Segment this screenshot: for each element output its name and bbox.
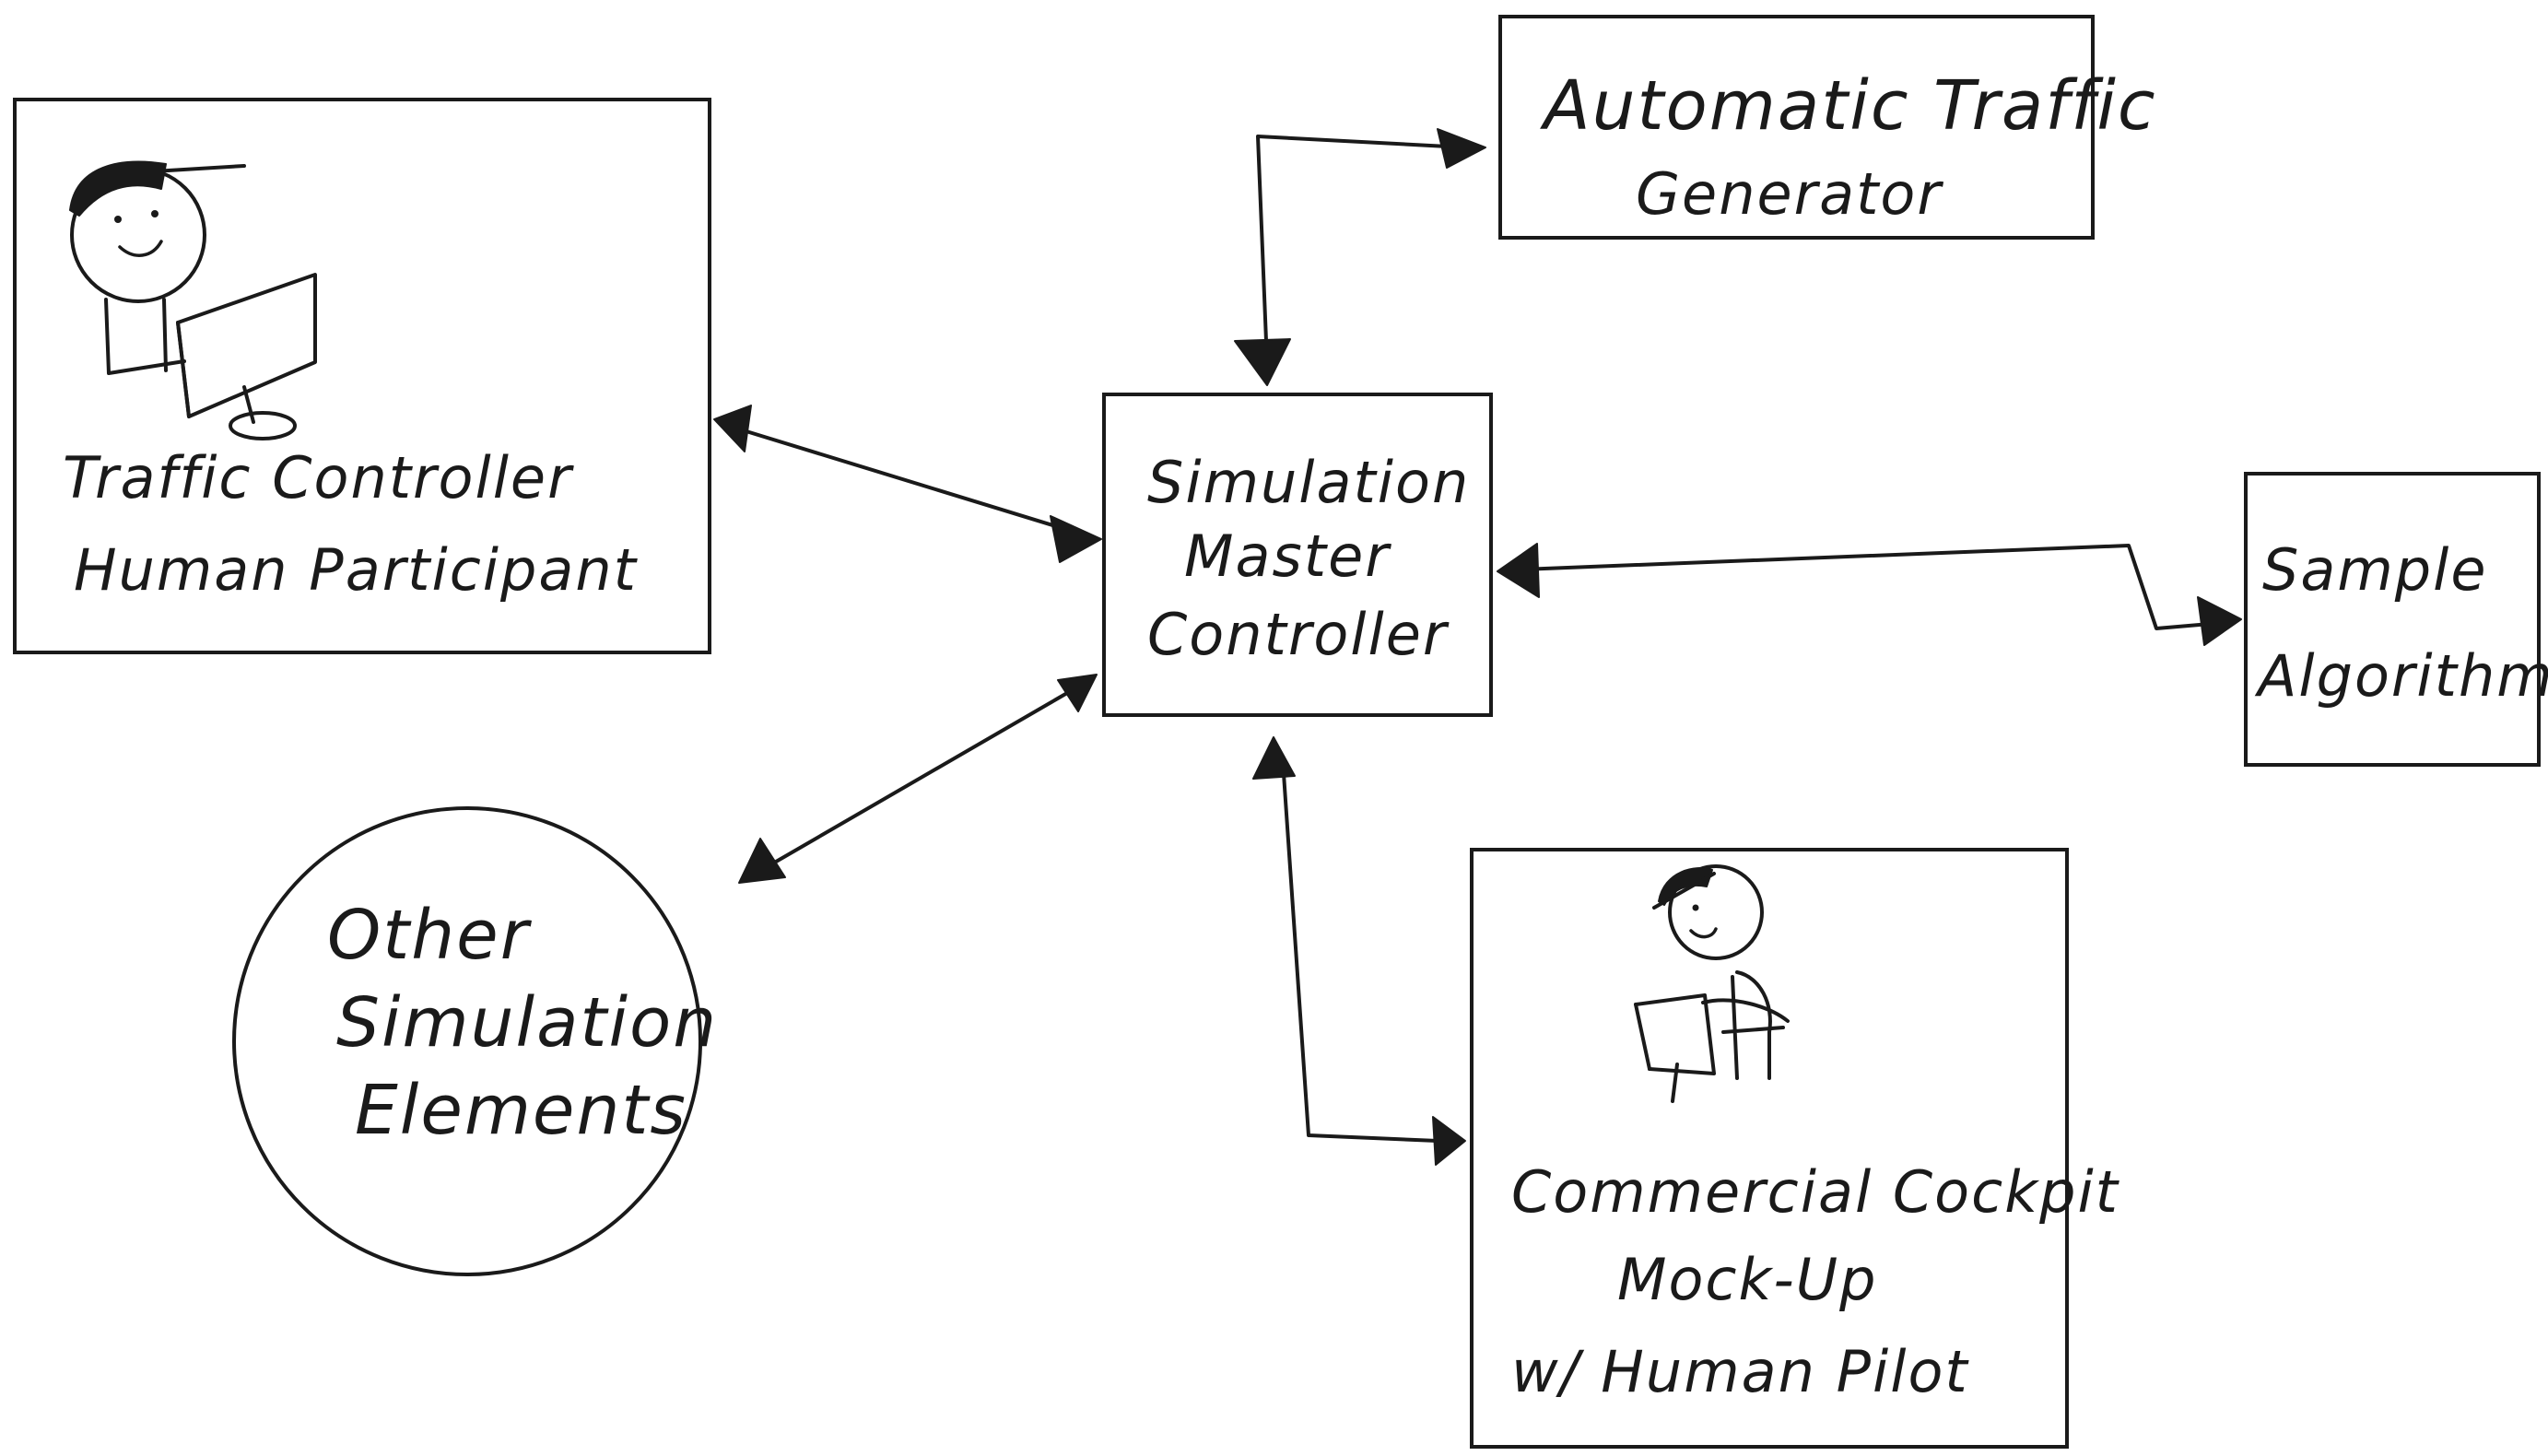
controller-person-icon xyxy=(69,160,246,375)
simulation-master-node: Simulation Master Controller xyxy=(1102,393,1493,717)
arrowhead xyxy=(1050,515,1102,563)
connector-cockpit-master xyxy=(1252,736,1466,1166)
automatic-traffic-label-1: Automatic Traffic xyxy=(1540,66,2157,146)
other-elements-label-1: Other xyxy=(327,896,533,975)
connector-other-master xyxy=(738,674,1098,884)
arrowhead xyxy=(1432,1116,1466,1166)
cockpit-label-1: Commercial Cockpit xyxy=(1511,1158,2120,1226)
connector-traffic-master xyxy=(713,405,1102,563)
simulation-master-label-2: Master xyxy=(1184,523,1391,590)
arrowhead xyxy=(2197,596,2242,646)
arrowhead xyxy=(1252,736,1296,780)
arrowhead xyxy=(1497,543,1540,598)
monitor-icon xyxy=(176,273,317,440)
other-elements-label-2: Simulation xyxy=(336,983,718,1063)
cockpit-label-2: Mock-Up xyxy=(1617,1246,1878,1313)
cockpit-node: Commercial Cockpit Mock-Up w/ Human Pilo… xyxy=(1470,848,2120,1449)
arrowhead xyxy=(738,838,786,884)
traffic-controller-label-2: Human Participant xyxy=(74,536,639,604)
traffic-controller-node: Traffic Controller Human Participant xyxy=(13,98,711,654)
other-elements-label-3: Elements xyxy=(355,1071,687,1150)
arrowhead xyxy=(713,405,752,452)
arrowhead xyxy=(1437,128,1486,169)
arrowhead xyxy=(1057,674,1098,712)
arrowhead xyxy=(1234,338,1291,386)
sample-algorithm-label-2: Algorithm xyxy=(2254,642,2548,710)
cockpit-label-3: w/ Human Pilot xyxy=(1511,1338,1969,1405)
automatic-traffic-label-2: Generator xyxy=(1636,160,1943,228)
simulation-master-label-3: Controller xyxy=(1147,601,1450,668)
pilot-person-icon xyxy=(1634,864,1790,1103)
other-elements-node: Other Simulation Elements xyxy=(232,806,718,1276)
automatic-traffic-node: Automatic Traffic Generator xyxy=(1498,15,2157,240)
traffic-controller-label-1: Traffic Controller xyxy=(63,444,574,511)
sample-algorithm-node: Sample Algorithm xyxy=(2244,472,2548,767)
sample-algorithm-label-1: Sample xyxy=(2262,536,2487,604)
connector-algorithm-master xyxy=(1497,543,2242,646)
connector-generator-master xyxy=(1234,128,1486,386)
simulation-master-label-1: Simulation xyxy=(1147,449,1470,516)
